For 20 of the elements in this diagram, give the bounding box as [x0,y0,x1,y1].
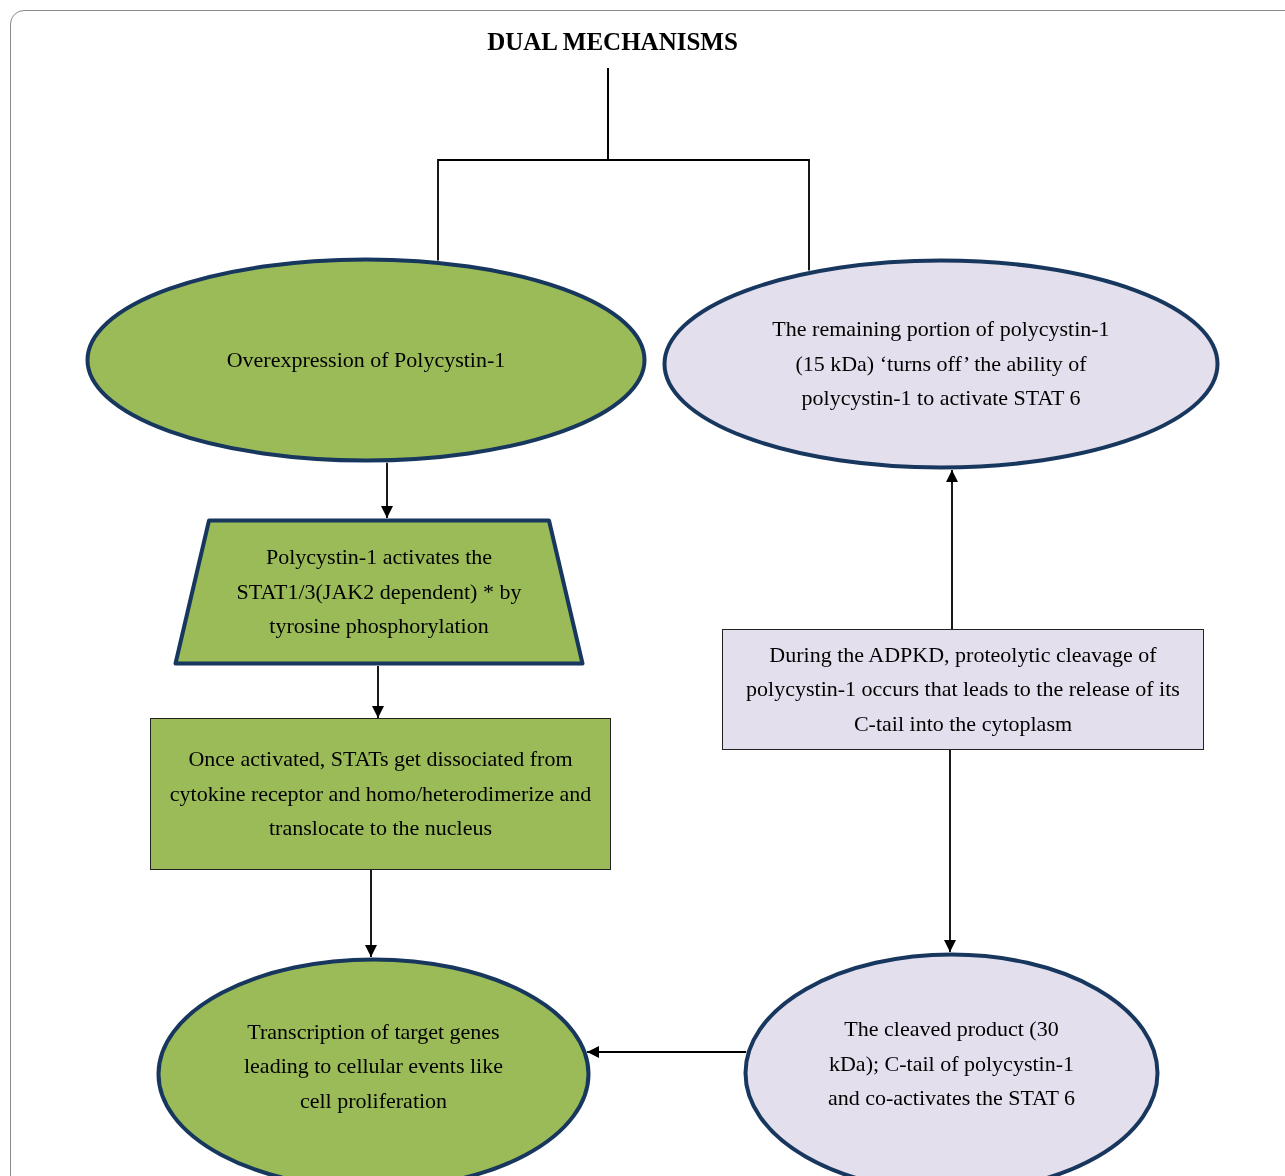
connector-line [607,67,810,272]
arrow [365,869,377,958]
ellipse-node [85,257,647,463]
arrow [944,749,956,953]
process-box [150,718,611,870]
process-box [722,629,1204,750]
heading-text: DUAL MECHANISMS [487,26,738,57]
arrow [946,469,958,630]
node-text: Polycystin-1 activates the STAT1/3(JAK2 dependent) * by tyrosine phosphorylation [235,543,523,641]
arrow [372,665,384,719]
ellipse-node [662,258,1220,470]
node-text: The remaining portion of polycystin-1 (15 kDa) ‘turns off’ the ability of polycystin-1 to activate STAT 6 [771,315,1111,413]
trapezoid-node [173,518,585,666]
arrow [381,461,393,519]
arrow [586,1046,748,1058]
node-text: Once activated, STATs get dissociated from cytokine receptor and homo/heterodimerize and translocate to the nucleus [168,745,593,843]
node-text: Transcription of target genes leading to cellular events like cell proliferation [243,1017,504,1115]
node-text: During the ADPKD, proteolytic cleavage of polycystin-1 occurs that leads to the release of its C-tail into the cytoplasm [745,640,1181,738]
node-text: The cleaved product (30 kDa); C-tail of polycystin-1 and co-activates the STAT 6 [826,1015,1077,1113]
node-text: Overexpression of Polycystin-1 [226,345,506,374]
